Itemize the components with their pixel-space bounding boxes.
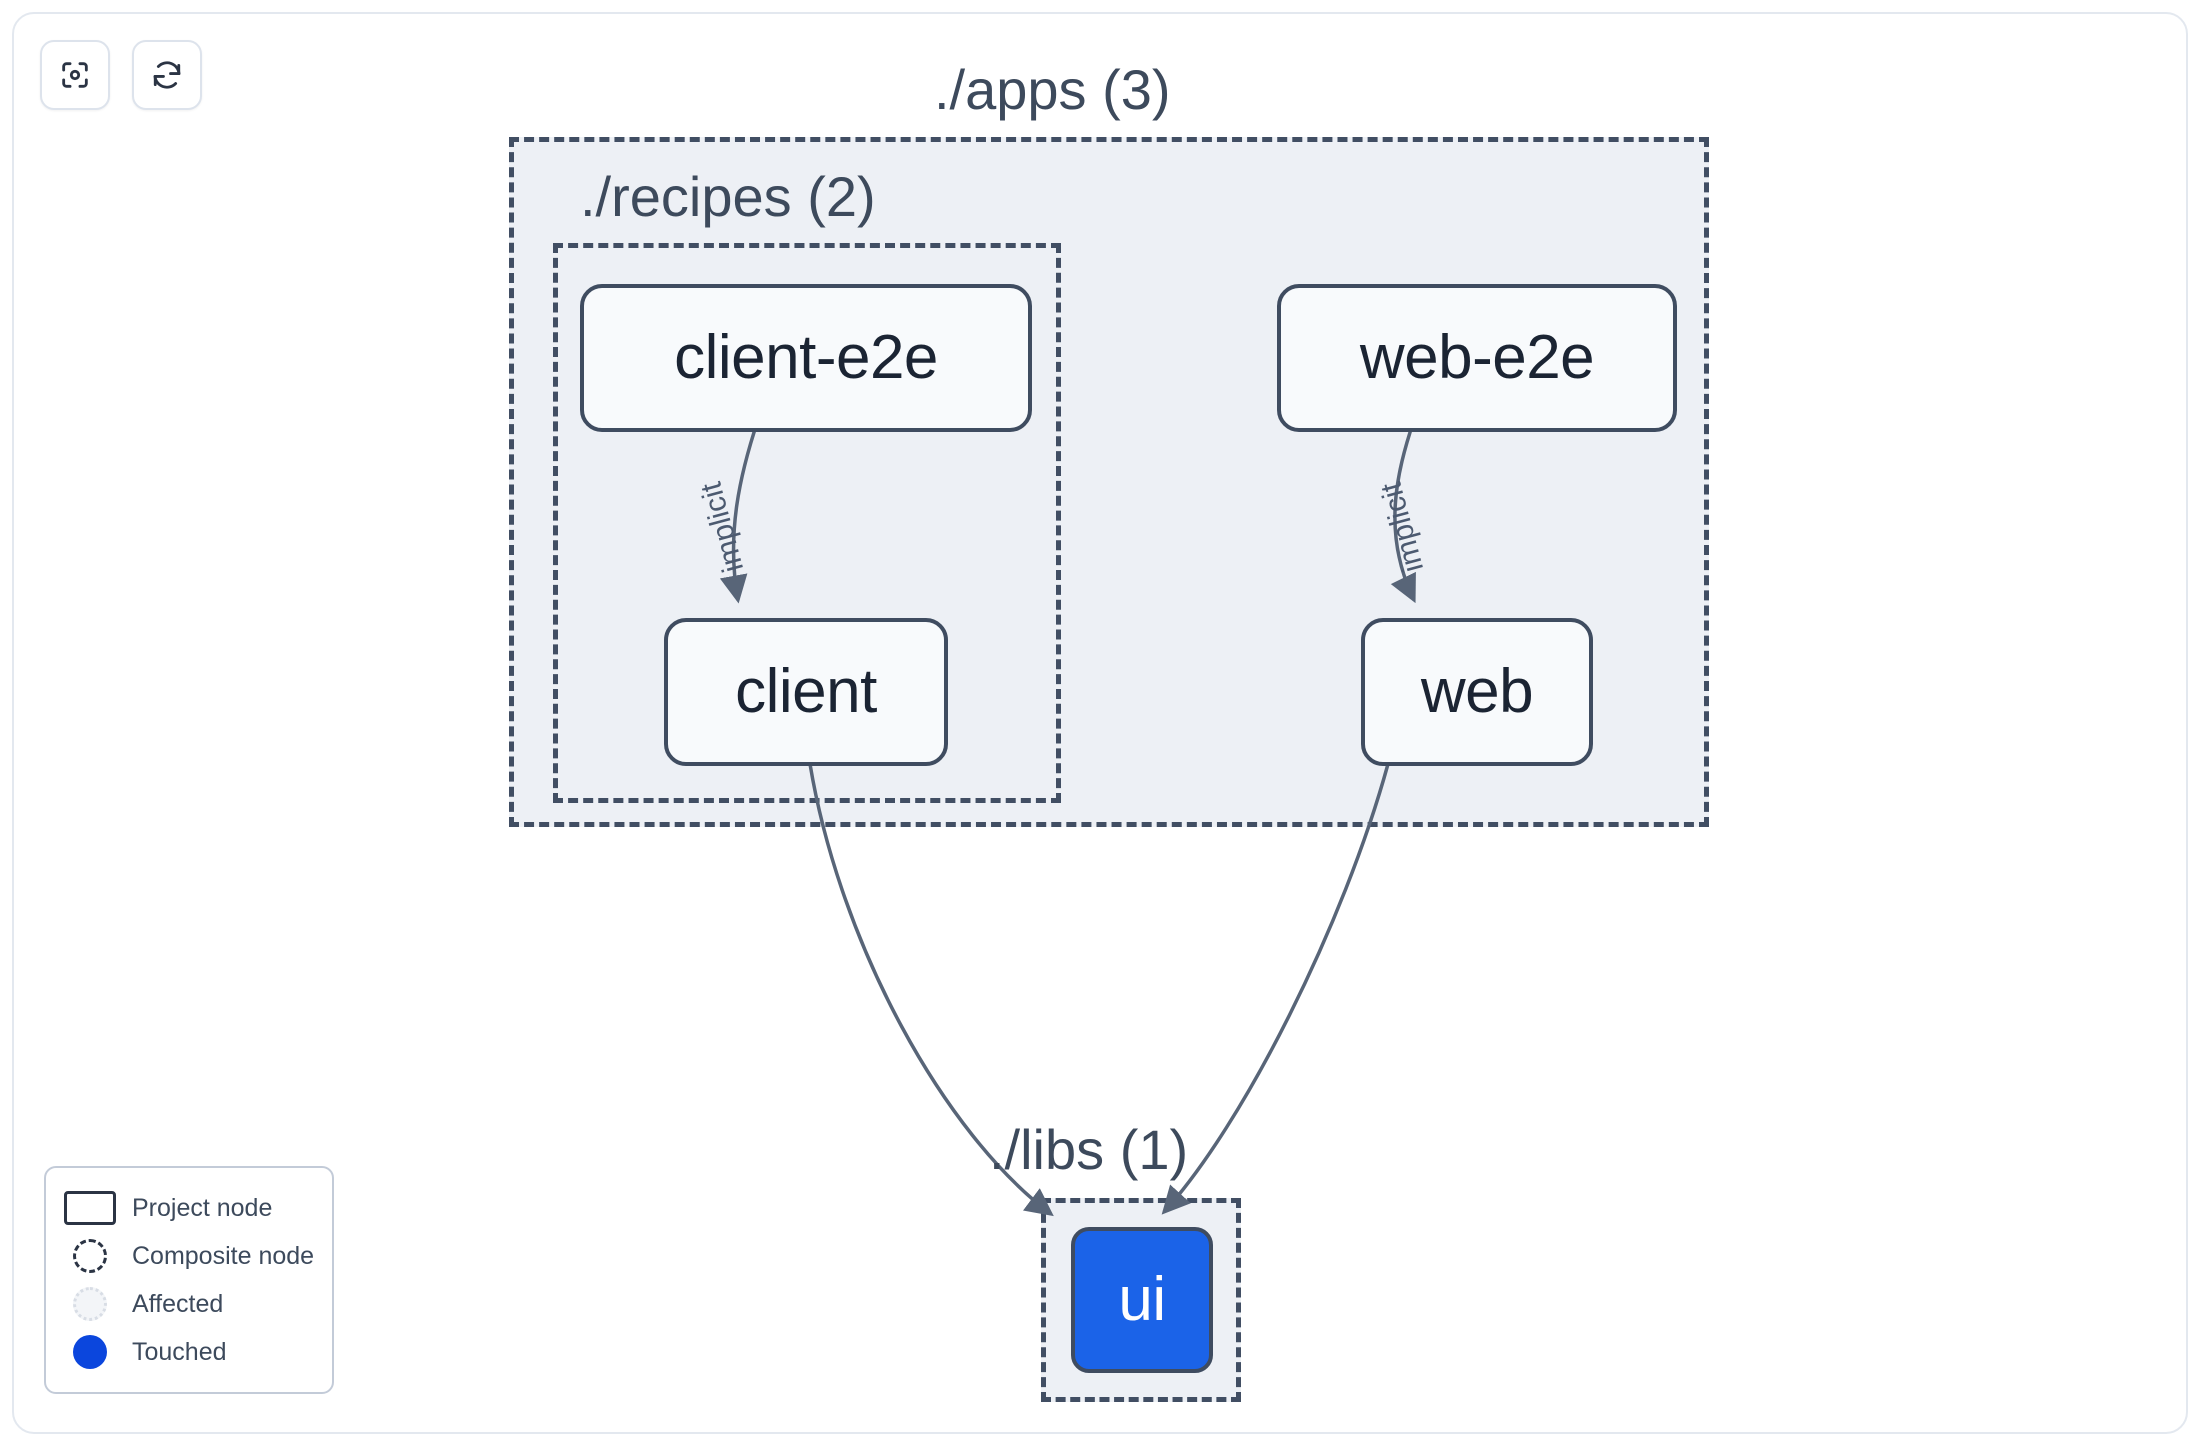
project-node-label: client <box>735 657 877 726</box>
touched-swatch <box>64 1335 116 1369</box>
project-node-label: web <box>1420 657 1534 726</box>
composite-label-libs: ./libs (1) <box>989 1118 1189 1181</box>
project-node-web-e2e[interactable]: web-e2e <box>1277 284 1677 432</box>
legend-label: Touched <box>132 1337 227 1366</box>
project-node-web[interactable]: web <box>1361 618 1593 766</box>
project-node-client-e2e[interactable]: client-e2e <box>580 284 1032 432</box>
graph-legend: Project node Composite node Affected Tou… <box>44 1166 334 1394</box>
legend-item-affected: Affected <box>64 1280 314 1328</box>
project-node-label: ui <box>1118 1265 1166 1334</box>
graph-toolbar <box>40 40 202 110</box>
edge-web-to-ui <box>1161 763 1390 1215</box>
refresh-graph-button[interactable] <box>132 40 202 110</box>
composite-label-apps: ./apps (3) <box>934 58 1171 121</box>
refresh-icon <box>150 58 184 92</box>
project-node-label: web-e2e <box>1359 323 1595 392</box>
legend-label: Affected <box>132 1289 224 1318</box>
graph-page-frame: ./apps (3) ./recipes (2) ./libs (1) impl… <box>12 12 2188 1434</box>
legend-label: Composite node <box>132 1241 315 1270</box>
legend-item-project-node: Project node <box>64 1184 314 1232</box>
composite-node-swatch <box>64 1239 116 1273</box>
project-node-swatch <box>64 1191 116 1225</box>
project-node-ui[interactable]: ui <box>1071 1227 1213 1373</box>
graph-canvas[interactable]: ./apps (3) ./recipes (2) ./libs (1) impl… <box>14 14 2186 1432</box>
focus-graph-button[interactable] <box>40 40 110 110</box>
project-node-label: client-e2e <box>674 323 938 392</box>
legend-label: Project node <box>132 1193 273 1222</box>
legend-item-touched: Touched <box>64 1328 314 1376</box>
composite-label-recipes: ./recipes (2) <box>580 165 876 228</box>
legend-item-composite-node: Composite node <box>64 1232 314 1280</box>
project-node-client[interactable]: client <box>664 618 948 766</box>
affected-swatch <box>64 1287 116 1321</box>
focus-target-icon <box>58 58 92 92</box>
